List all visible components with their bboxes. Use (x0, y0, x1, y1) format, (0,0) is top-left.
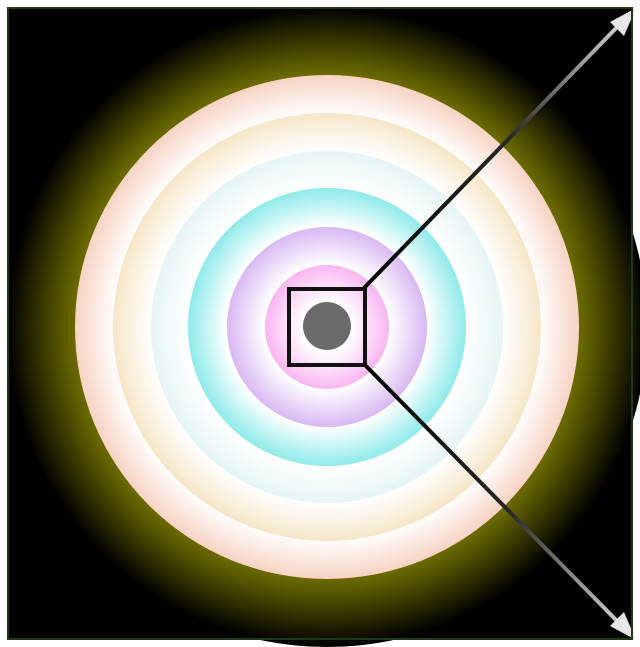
center-dot (303, 302, 351, 350)
